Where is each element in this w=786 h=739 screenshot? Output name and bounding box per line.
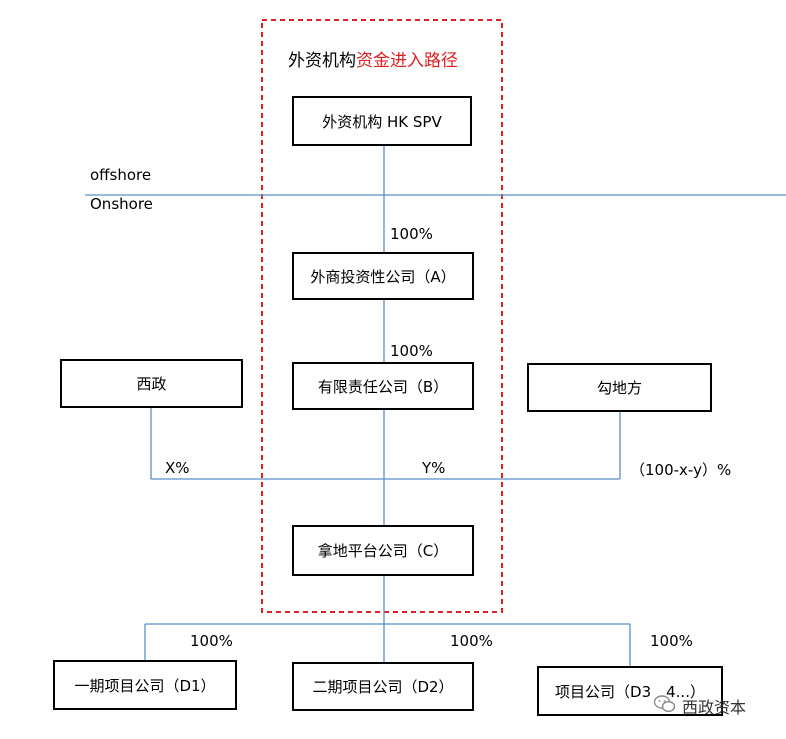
entity-b: 有限责任公司（B） (292, 362, 474, 410)
share-d1: 100% (190, 632, 233, 650)
entity-xizheng: 西政 (60, 359, 243, 408)
entity-d2: 二期项目公司（D2） (292, 662, 474, 711)
wechat-icon (653, 695, 676, 717)
title-part-foreign: 外资机构 (288, 51, 356, 71)
entity-d3: 项目公司（D3 4...） (537, 666, 723, 716)
title-part-path: 资金进入路径 (356, 51, 458, 71)
offshore-label: offshore (90, 166, 152, 184)
onshore-label: Onshore (90, 195, 153, 213)
diagram-title: 外资机构资金进入路径 (288, 46, 458, 71)
entity-d1: 一期项目公司（D1） (53, 660, 237, 710)
share-a-b: 100% (390, 342, 433, 360)
share-d2: 100% (450, 632, 493, 650)
share-d3: 100% (650, 632, 693, 650)
share-x: X% (165, 459, 190, 477)
entity-c: 拿地平台公司（C） (292, 525, 474, 576)
share-y: Y% (422, 459, 446, 477)
entity-hk-spv: 外资机构 HK SPV (292, 96, 472, 146)
watermark-text: 西政资本 (682, 698, 747, 717)
entity-goudifang: 勾地方 (527, 363, 712, 412)
watermark: 西政资本 (653, 694, 747, 718)
share-spv-a: 100% (390, 225, 433, 243)
capital-path-frame (261, 19, 503, 613)
entity-a: 外商投资性公司（A） (292, 252, 474, 300)
share-rest: （100-x-y）% (630, 461, 732, 479)
